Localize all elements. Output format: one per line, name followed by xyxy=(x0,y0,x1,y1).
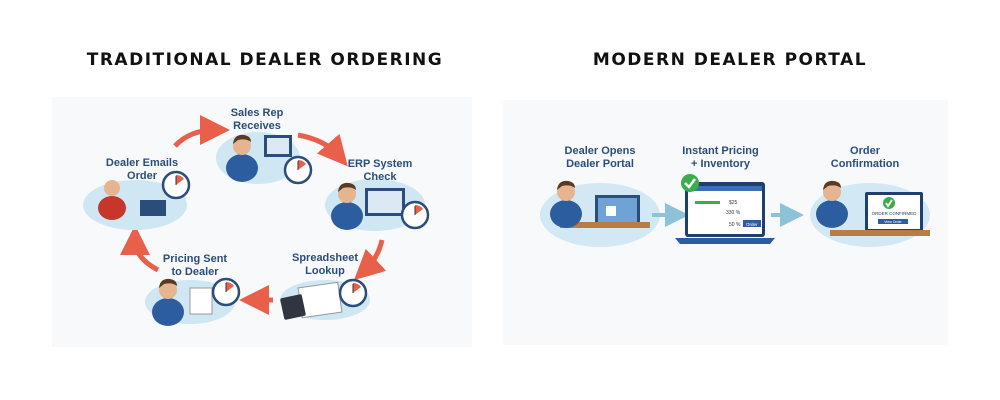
clock-icon xyxy=(400,200,430,230)
label-line: Dealer Portal xyxy=(566,158,634,170)
label-line: Receives xyxy=(233,120,281,132)
view-order-button: View Order xyxy=(884,220,902,224)
flow-arrow xyxy=(120,225,160,273)
clock-icon xyxy=(211,277,241,307)
flow-arrow xyxy=(297,132,348,167)
label-line: Order xyxy=(127,170,157,182)
dealer-emails-illustration xyxy=(83,170,191,230)
step-instant-pricing-label: Instant Pricing+ Inventory xyxy=(668,145,773,171)
order-button: Order xyxy=(746,222,758,227)
label-line: Sales Rep xyxy=(230,107,284,119)
label-line: Lookup xyxy=(305,265,345,277)
label-line: Order xyxy=(850,145,880,157)
dealer-opens-illustration xyxy=(540,180,660,247)
instant-pricing-illustration xyxy=(675,174,775,244)
label-line: Dealer Opens xyxy=(564,145,636,157)
label-line: + Inventory xyxy=(691,158,750,170)
pricing-sent-illustration xyxy=(145,277,241,326)
clock-icon xyxy=(338,278,368,308)
order-confirmation-illustration xyxy=(810,180,930,247)
order-confirmed-text: ORDER CONFIRMED xyxy=(872,211,917,216)
spreadsheet-illustration xyxy=(280,278,370,320)
label-line: ERP System xyxy=(347,158,413,170)
modern-title: MODERN DEALER PORTAL xyxy=(592,50,868,70)
label-line: Confirmation xyxy=(830,158,900,170)
traditional-title: TRADITIONAL DEALER ORDERING xyxy=(86,50,444,70)
pricing-value: 50 % xyxy=(729,222,741,228)
flow-arrow xyxy=(173,115,230,148)
clock-icon xyxy=(283,155,313,185)
sales-rep-illustration xyxy=(216,132,313,185)
pricing-value: $25 xyxy=(729,200,738,206)
label-line: to Dealer xyxy=(171,266,219,278)
label-line: Instant Pricing xyxy=(682,145,759,157)
pricing-value: 330 % xyxy=(726,210,741,216)
label-line: Check xyxy=(363,171,397,183)
label-line: Pricing Sent xyxy=(162,253,228,265)
label-line: Dealer Emails xyxy=(105,157,179,169)
erp-illustration xyxy=(325,179,430,231)
flow-arrow xyxy=(353,239,387,281)
label-line: Spreadsheet xyxy=(291,252,359,264)
